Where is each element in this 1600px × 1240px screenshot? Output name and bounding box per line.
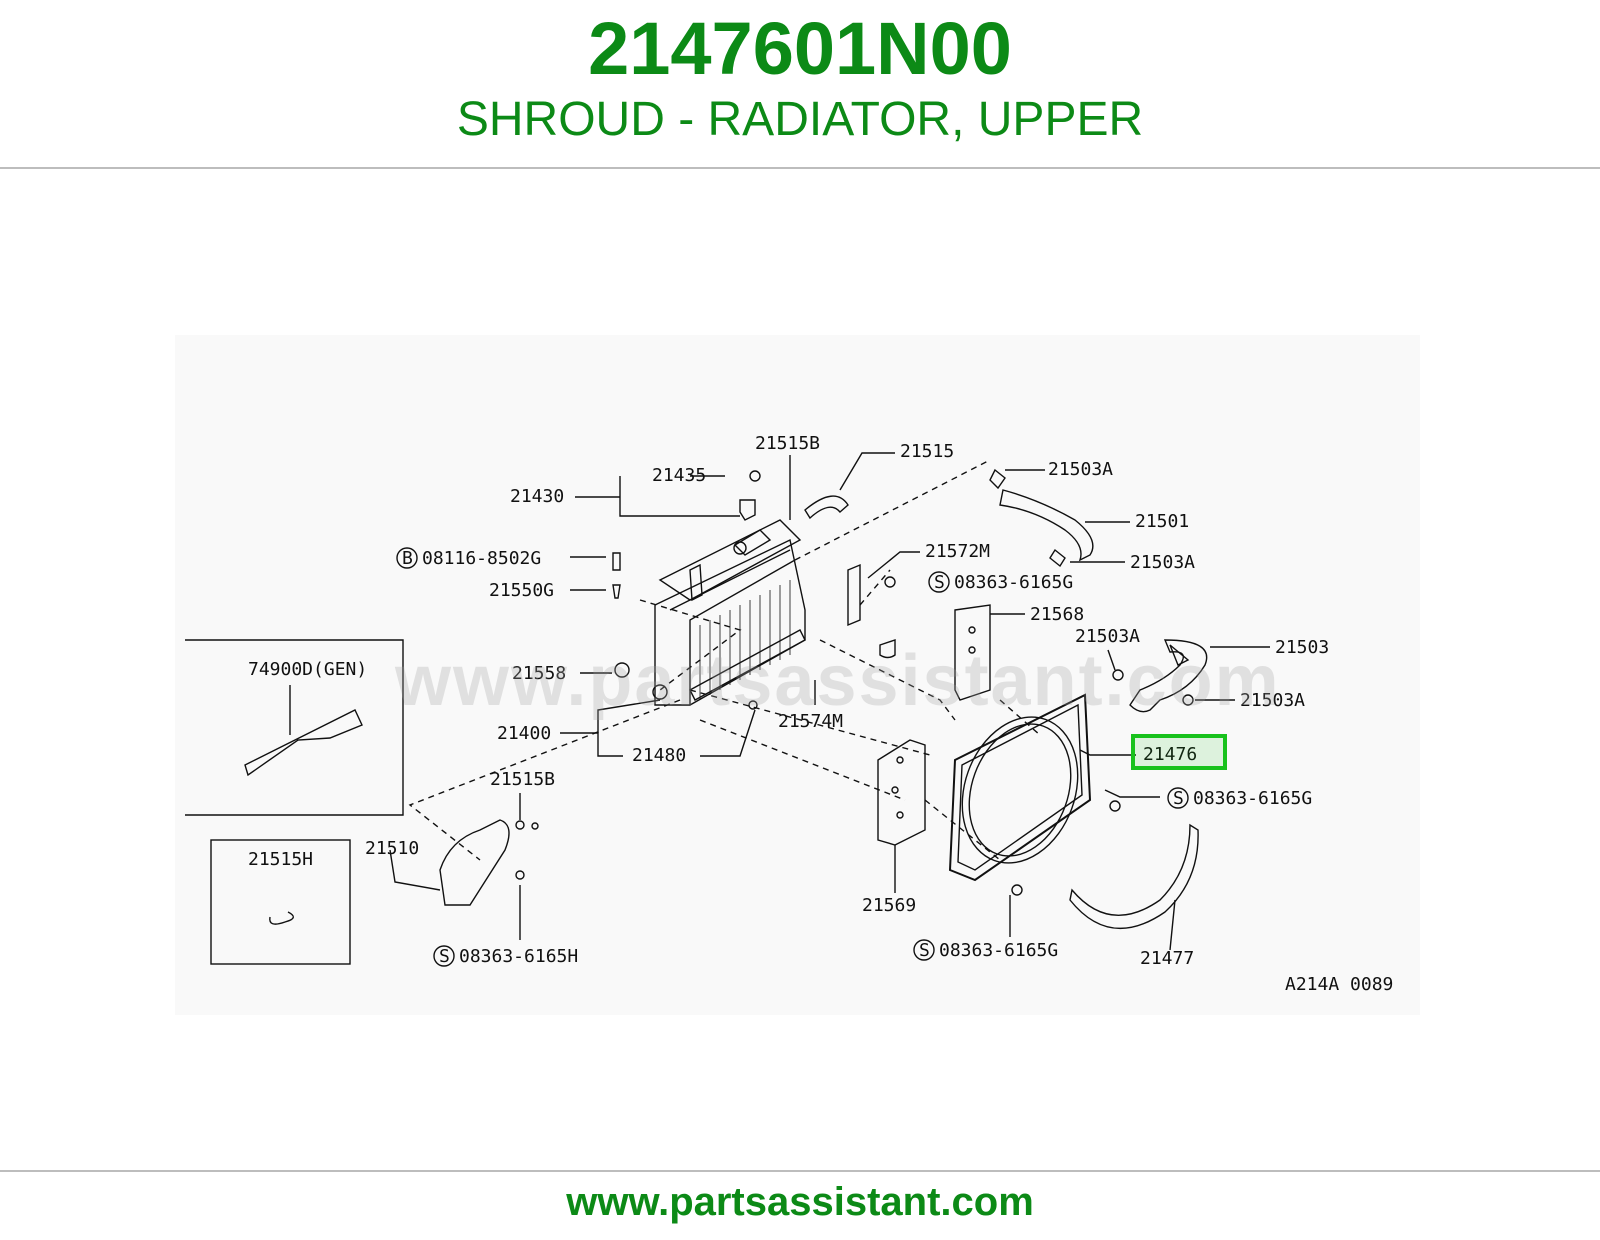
callout-21550G: 21550G	[489, 580, 554, 601]
callout-21503A-3: 21503A	[1075, 626, 1140, 647]
callout-08363-6165G-3: 08363-6165G	[939, 940, 1058, 961]
screw-prefix-s-icon	[928, 571, 950, 593]
highlighted-part-box[interactable]	[1131, 734, 1227, 770]
callout-21558: 21558	[512, 663, 566, 684]
prefix-s-label-2: S	[1173, 788, 1184, 809]
callout-21572M: 21572M	[925, 541, 990, 562]
callout-08363-6165G-2: 08363-6165G	[1193, 788, 1312, 809]
callout-21515B-top: 21515B	[755, 433, 820, 454]
screw-prefix-s-icon	[913, 939, 935, 961]
callout-21503: 21503	[1275, 637, 1329, 658]
callout-21501: 21501	[1135, 511, 1189, 532]
callout-21435: 21435	[652, 465, 706, 486]
page-header: 2147601N00 SHROUD - RADIATOR, UPPER	[0, 0, 1600, 168]
callout-21574M: 21574M	[778, 711, 843, 732]
prefix-s-label-3: S	[919, 940, 930, 961]
callout-21503A-4: 21503A	[1240, 690, 1305, 711]
callout-08363-6165G-1: 08363-6165G	[954, 572, 1073, 593]
callout-21503A-1: 21503A	[1048, 459, 1113, 480]
callout-21510: 21510	[365, 838, 419, 859]
prefix-s-label-1: S	[934, 572, 945, 593]
screw-prefix-s-icon	[1167, 787, 1189, 809]
bolt-prefix-b-icon	[396, 547, 418, 569]
callout-21400: 21400	[497, 723, 551, 744]
callout-21476: 21476	[1143, 744, 1197, 765]
part-number-title: 2147601N00	[588, 7, 1012, 90]
header-divider	[0, 167, 1600, 169]
figure-code: A214A 0089	[1285, 974, 1393, 995]
callout-21515H: 21515H	[248, 849, 313, 870]
footer-url-link[interactable]: www.partsassistant.com	[566, 1180, 1034, 1224]
callout-21515B-bottom: 21515B	[490, 769, 555, 790]
radiator-core-drawing	[614, 519, 806, 706]
callout-21515: 21515	[900, 441, 954, 462]
prefix-s-label-4: S	[439, 946, 450, 967]
callout-08363-6165H: 08363-6165H	[459, 946, 578, 967]
callout-21430: 21430	[510, 486, 564, 507]
leader-lines	[289, 452, 1270, 951]
screw-prefix-s-icon	[433, 945, 455, 967]
prefix-b-label: B	[402, 548, 413, 569]
fan-shroud-drawing	[948, 693, 1092, 882]
callout-74900D-GEN: 74900D(GEN)	[248, 659, 367, 680]
footer-divider	[0, 1170, 1600, 1172]
callout-21503A-2: 21503A	[1130, 552, 1195, 573]
parts-diagram-background	[175, 335, 1420, 1015]
callout-21568: 21568	[1030, 604, 1084, 625]
callout-08116-8502G: 08116-8502G	[422, 548, 541, 569]
callout-21569: 21569	[862, 895, 916, 916]
callout-21480: 21480	[632, 745, 686, 766]
watermark-text: www.partsassistant.com	[395, 641, 1281, 721]
callout-21477: 21477	[1140, 948, 1194, 969]
part-description: SHROUD - RADIATOR, UPPER	[456, 93, 1144, 146]
